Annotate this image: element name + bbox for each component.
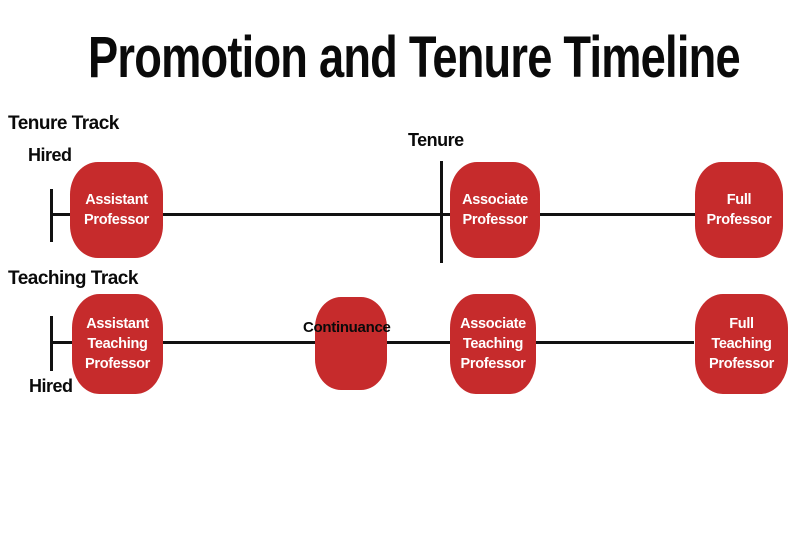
node-associate-teaching-professor: Associate Teaching Professor [450, 294, 536, 394]
node-full-teaching-professor: Full Teaching Professor [695, 294, 788, 394]
page-title: Promotion and Tenure Timeline [88, 25, 741, 90]
node-associate-professor: Associate Professor [450, 162, 540, 258]
node-label-line: Teaching [87, 336, 148, 352]
tenure-track-timeline [50, 213, 695, 216]
tenure-track-label: Tenure Track [8, 113, 119, 134]
node-assistant-professor: Assistant Professor [70, 162, 163, 258]
tenure-milestone-line [440, 161, 443, 263]
node-label-line: Full [729, 316, 754, 332]
node-full-professor: Full Professor [695, 162, 783, 258]
node-label-line: Professor [462, 212, 528, 228]
node-label-line: Assistant [86, 316, 149, 332]
node-label-line: Teaching [462, 336, 524, 352]
tenure-track-hired-label: Hired [28, 145, 72, 165]
node-label-line: Associate [462, 192, 528, 208]
node-label-line: Full [726, 192, 752, 208]
node-assistant-teaching-professor: Assistant Teaching Professor [72, 294, 163, 394]
tenure-milestone-label: Tenure [408, 130, 464, 150]
node-label-line: Teaching [711, 336, 772, 352]
node-label-line: Professor [706, 212, 772, 228]
node-label-line: Professor [84, 212, 149, 228]
node-label-line: Assistant [85, 192, 148, 208]
teaching-track-label: Teaching Track [8, 268, 138, 289]
node-label-line: Associate [460, 316, 526, 332]
node-label-line: Professor [460, 356, 526, 372]
node-label-line: Professor [709, 356, 774, 372]
teaching-track-hired-label: Hired [29, 376, 73, 396]
continuance-milestone-blob [315, 297, 387, 390]
continuance-milestone-label: Continuance [303, 319, 391, 336]
node-label-line: Professor [85, 356, 150, 372]
